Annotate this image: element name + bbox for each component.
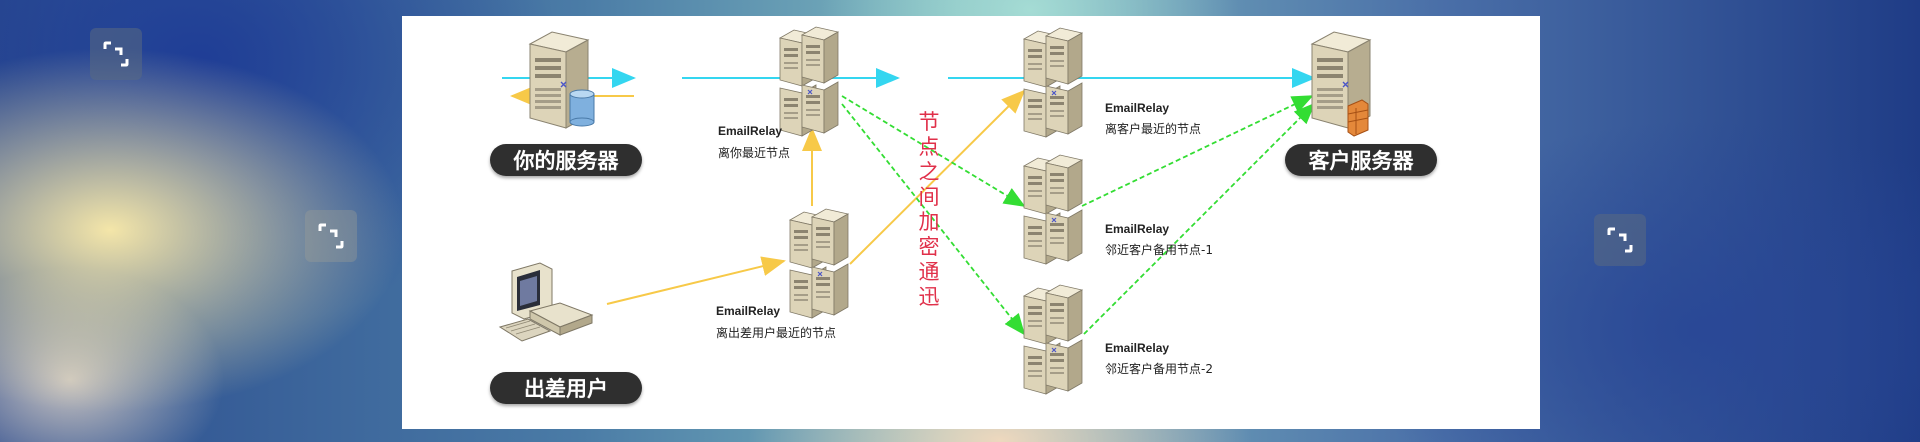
workstation-icon bbox=[498, 262, 594, 342]
relay-name-backup-2: EmailRelay bbox=[1105, 341, 1170, 355]
nav-button-left-mid[interactable] bbox=[305, 210, 357, 262]
relay-name-backup-1: EmailRelay bbox=[1105, 222, 1170, 236]
fullscreen-expand-icon bbox=[318, 223, 344, 249]
relay-desc-near-you: 离你最近节点 bbox=[718, 146, 791, 160]
relay-name-near-user: EmailRelay bbox=[716, 304, 781, 318]
relay-rack-backup-1 bbox=[1023, 154, 1083, 265]
relay-desc-backup-2: 邻近客户备用节点-2 bbox=[1105, 362, 1213, 376]
firewall-icon bbox=[1347, 99, 1369, 137]
customer-server-icon bbox=[1311, 31, 1371, 137]
fullscreen-button-left[interactable] bbox=[90, 28, 142, 80]
relay-rack-near-user bbox=[789, 208, 849, 319]
relay-name-near-customer: EmailRelay bbox=[1105, 101, 1170, 115]
network-diagram bbox=[498, 26, 1371, 395]
relay-desc-backup-1: 邻近客户备用节点-1 bbox=[1105, 243, 1213, 257]
your-server-icon bbox=[529, 31, 595, 129]
relay-rack-backup-2 bbox=[1023, 284, 1083, 395]
relay-rack-near-you bbox=[779, 26, 839, 137]
traveling-user-label: 出差用户 bbox=[490, 372, 642, 404]
yellow-links bbox=[510, 86, 1026, 305]
database-icon bbox=[569, 89, 595, 127]
diagram-panel: 你的服务器 客户服务器 出差用户 EmailRelay 离你最近节点 Email… bbox=[402, 16, 1540, 429]
green-links bbox=[841, 95, 1316, 336]
encrypted-communication-note: 节点之间加密通迅 bbox=[918, 110, 940, 309]
relay-name-near-you: EmailRelay bbox=[718, 124, 783, 138]
fullscreen-button-right[interactable] bbox=[1594, 214, 1646, 266]
relay-rack-near-customer bbox=[1023, 27, 1083, 138]
customer-server-label: 客户服务器 bbox=[1285, 144, 1437, 176]
fullscreen-expand-icon bbox=[1607, 227, 1633, 253]
your-server-label: 你的服务器 bbox=[490, 144, 642, 176]
relay-desc-near-customer: 离客户最近的节点 bbox=[1105, 122, 1202, 136]
fullscreen-expand-icon bbox=[103, 41, 129, 67]
relay-desc-near-user: 离出差用户最近的节点 bbox=[716, 326, 837, 340]
